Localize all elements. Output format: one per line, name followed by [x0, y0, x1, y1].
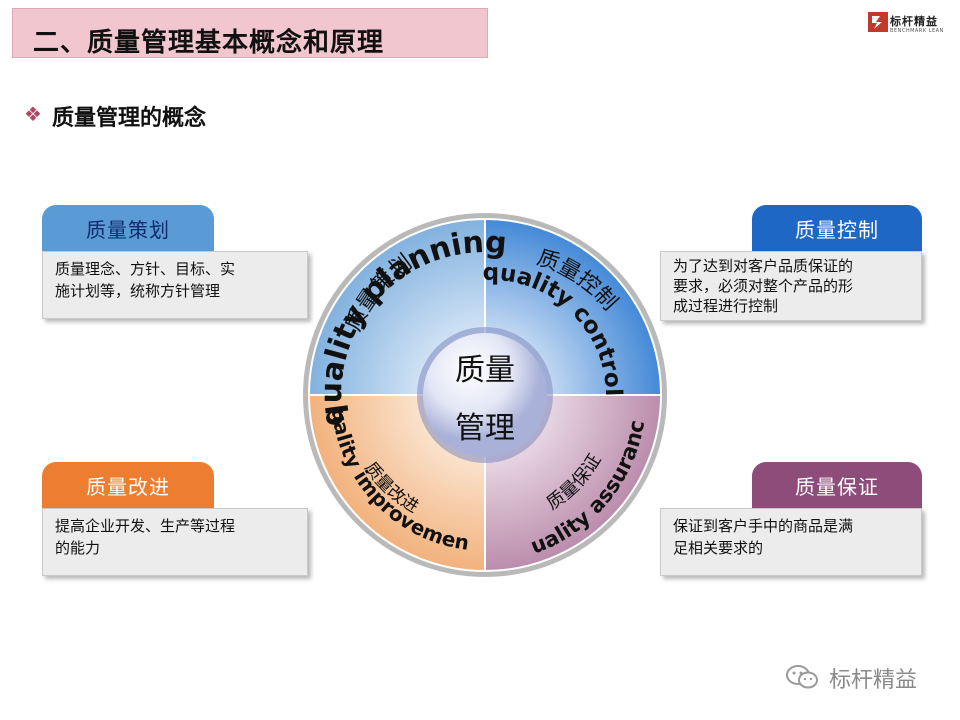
brand-logo: 标杆精益 BENCHMARK LEAN [868, 10, 952, 40]
wheel-outer-ring [303, 213, 667, 577]
page-title: 二、质量管理基本概念和原理 [33, 28, 385, 58]
watermark-text: 标杆精益 [829, 668, 918, 693]
quadrant-control [484, 217, 663, 396]
logo-name-en: BENCHMARK LEAN [890, 28, 944, 34]
card-planning-title-text: 质量策划 [86, 217, 170, 242]
card-control-desc: 为了达到对客户品质保证的 要求，必须对整个产品的形 成过程进行控制 [660, 251, 922, 321]
card-planning-desc-line: 质量理念、方针、目标、实 [55, 260, 236, 278]
card-control-desc-line: 为了达到对客户品质保证的 [673, 257, 854, 275]
quadrant-improvement [307, 394, 486, 573]
quadrant-planning [307, 217, 486, 396]
card-improvement-title: 质量改进 [42, 462, 214, 508]
card-assurance-desc-line: 保证到客户手中的商品是满 [673, 517, 854, 535]
benchmark-logo-icon [868, 12, 888, 32]
title-bar: 二、质量管理基本概念和原理 [12, 8, 488, 58]
center-circle [423, 333, 547, 457]
card-improvement-desc: 提高企业开发、生产等过程 的能力 [42, 508, 308, 576]
wechat-icon [786, 665, 818, 689]
card-assurance-title: 质量保证 [752, 462, 922, 508]
planning-cn-label: 质量策划 [342, 250, 417, 335]
improvement-cn-label: 质量改进 [360, 458, 422, 517]
assurance-cn-label: 质量保证 [543, 450, 606, 514]
center-label-line2: 管理 [455, 411, 515, 446]
card-planning-desc-line: 施计划等，统称方针管理 [55, 282, 221, 300]
wheel-rim [309, 219, 661, 571]
card-assurance-desc-line: 足相关要求的 [673, 539, 764, 557]
quadrant-assurance [484, 394, 663, 573]
card-control-desc-line: 要求，必须对整个产品的形 [673, 277, 854, 295]
planning-en-label: quality planning [314, 225, 508, 429]
card-improvement-desc-line: 提高企业开发、生产等过程 [55, 517, 236, 535]
card-improvement-title-text: 质量改进 [86, 474, 170, 499]
card-assurance-title-text: 质量保证 [795, 474, 879, 499]
card-control-title: 质量控制 [752, 205, 922, 251]
control-cn-label: 质量控制 [534, 245, 622, 315]
diamond-bullet-icon: ❖ [24, 102, 42, 126]
center-shadow [417, 327, 553, 463]
card-control-title-text: 质量控制 [795, 217, 879, 242]
card-improvement-desc-line: 的能力 [55, 539, 101, 557]
card-planning-desc: 质量理念、方针、目标、实 施计划等，统称方针管理 [42, 251, 308, 319]
control-en-label: quality control [483, 260, 626, 397]
section-heading-text: 质量管理的概念 [52, 106, 207, 131]
card-control-desc-line: 成过程进行控制 [673, 297, 779, 315]
card-planning-title: 质量策划 [42, 205, 214, 251]
logo-name-cn: 标杆精益 [890, 15, 938, 28]
card-assurance-desc: 保证到客户手中的商品是满 足相关要求的 [660, 508, 922, 576]
center-label-line1: 质量 [455, 353, 515, 388]
